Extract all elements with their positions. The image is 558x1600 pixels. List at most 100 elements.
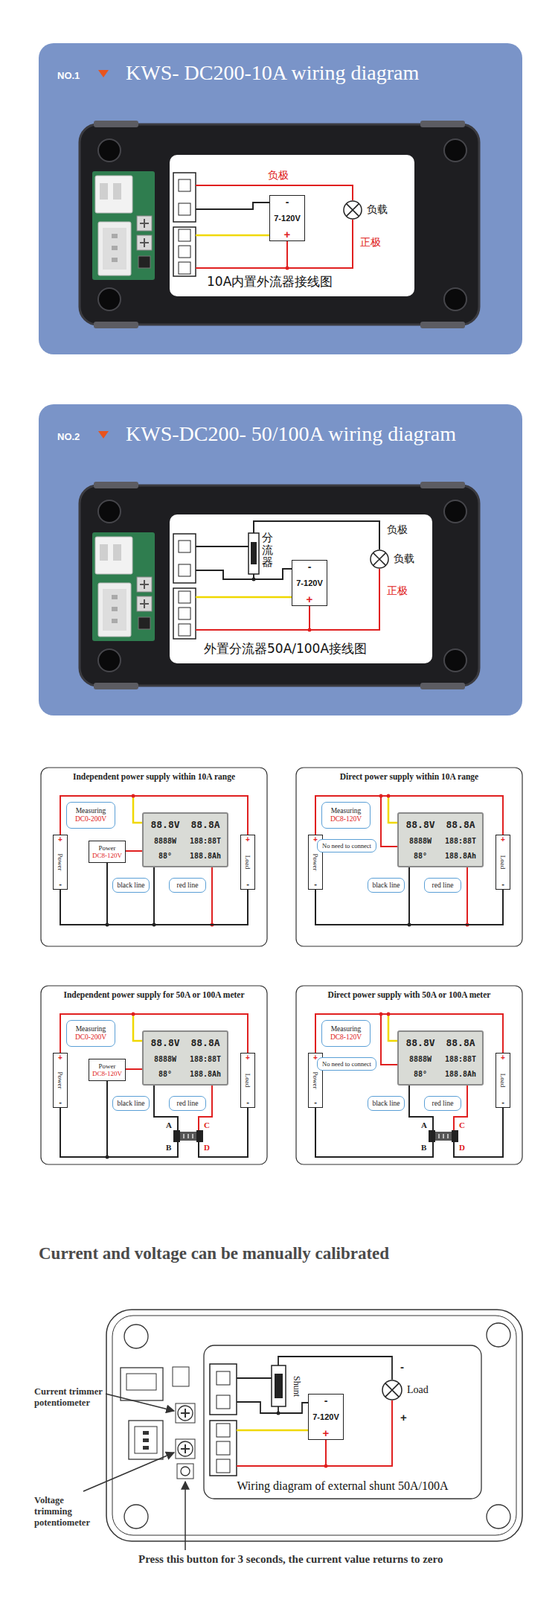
- meter-outline: [172, 1365, 189, 1386]
- marker-triangle: [98, 69, 109, 78]
- panel-background: [38, 403, 523, 715]
- shunt-symbol: [250, 541, 257, 564]
- polarity-label: 正极: [386, 584, 408, 596]
- wiring-label: 10A内置外流器接线图-7-120V+负载: [169, 154, 415, 297]
- node-text: Power: [98, 843, 117, 852]
- meter-outline: [128, 1419, 163, 1459]
- node-text: 188:88T: [189, 1054, 221, 1063]
- battery-symbol: +Power-: [308, 1052, 323, 1108]
- callout-bubble: No need to connect: [316, 838, 377, 852]
- node-text: +: [308, 1053, 323, 1061]
- lamp-symbol: [346, 203, 360, 217]
- lamp-symbol: [385, 1382, 399, 1396]
- wiring-label: [173, 533, 196, 583]
- marker-triangle: [98, 430, 109, 439]
- node-text: DC8-120V: [92, 851, 123, 859]
- node-text: DC8-120V: [92, 1069, 123, 1077]
- node-text: +: [308, 835, 323, 843]
- node-text: black line: [116, 1098, 145, 1107]
- lamp-symbol: [370, 549, 389, 568]
- meter-outline: [175, 1438, 195, 1458]
- callout-bubble: black line: [112, 1095, 150, 1111]
- wiring-label: [286, 241, 288, 268]
- node-text: +: [53, 1053, 67, 1061]
- node-text: 88.8V: [405, 819, 435, 830]
- node-text: 7-120V: [296, 578, 323, 588]
- diagram-frame: Direct power supply with 50A or 100A met…: [296, 985, 523, 1164]
- meter-outline: [177, 1462, 194, 1478]
- leader-line: [83, 1451, 175, 1491]
- meter-outline: [180, 1465, 190, 1475]
- power-source-box: -7-120V+: [269, 194, 306, 242]
- wiring-label: [252, 577, 256, 582]
- node-text: 188.8Ah: [189, 851, 221, 860]
- leader-line: [184, 1480, 186, 1550]
- battery-symbol: +Power-: [308, 834, 323, 890]
- node-text: -: [308, 560, 312, 572]
- node-text: red line: [177, 1098, 199, 1107]
- battery-symbol: +Power-: [52, 1052, 68, 1108]
- node-text: red line: [432, 880, 454, 889]
- leader-line: [105, 1392, 175, 1410]
- wiring-label: Wiring diagram of external shunt 50A/100…: [203, 1344, 482, 1498]
- callout-bubble: red line: [168, 877, 207, 893]
- power-source-box: -7-120V+: [308, 1392, 344, 1439]
- shunt-symbol: Shunt: [267, 1360, 306, 1411]
- node-text: -: [53, 1097, 67, 1106]
- node-text: black line: [372, 1098, 400, 1107]
- wiring-label: [324, 1463, 329, 1468]
- diagram-panel: NO.1KWS- DC200-10A wiring diagram10A内置外流…: [38, 43, 523, 355]
- wiring-label: [216, 1394, 230, 1408]
- node-text: 188:88T: [444, 1054, 477, 1063]
- meter-outline: [106, 1308, 523, 1541]
- callout-bubble: black line: [367, 1095, 405, 1111]
- meter-outline: [142, 1437, 149, 1442]
- node-text: +: [496, 835, 510, 843]
- wiring-label: [216, 1458, 230, 1472]
- node-text: -: [324, 1394, 329, 1405]
- shunt-symbol: 分流器: [244, 526, 282, 581]
- wiring-example: [296, 767, 523, 946]
- wiring-label: [236, 1428, 309, 1431]
- meter-outline: [134, 1425, 157, 1453]
- polarity-label: +: [400, 1410, 407, 1424]
- meter-outline: [177, 1440, 193, 1456]
- meter-outline: [142, 1429, 149, 1434]
- meter-outline: [106, 1308, 523, 1541]
- wiring-example: [152, 866, 215, 927]
- node-text: -: [285, 196, 290, 207]
- callout-bubble: No need to connect: [316, 1056, 377, 1070]
- node-text: 8888W: [409, 836, 432, 845]
- node-text: No need to connect: [322, 1059, 372, 1067]
- node-text: Load: [499, 1072, 507, 1087]
- diagram-frame: Direct power supply within 10A range+Pow…: [296, 767, 523, 946]
- wiring-label: [169, 154, 415, 297]
- wiring-label: [203, 1344, 482, 1498]
- polarity-label: 负极: [386, 523, 408, 535]
- wiring-label: [216, 1370, 230, 1384]
- wiring-label: [178, 590, 191, 603]
- node-text: 88.8A: [445, 1037, 475, 1048]
- callout-bubble: red line: [168, 1095, 207, 1111]
- meter-outline: [124, 1503, 149, 1528]
- node-text: DC8-120V: [330, 814, 362, 823]
- node-text: 7-120V: [273, 213, 300, 223]
- diagram-heading: Direct power supply with 50A or 100A met…: [296, 989, 523, 999]
- wiring-example: [40, 767, 268, 946]
- terminal-letter: D: [459, 1142, 465, 1151]
- wiring-label: [325, 1438, 327, 1465]
- node-text: Measuring: [75, 806, 107, 815]
- shunt-symbol: [248, 532, 259, 574]
- battery-symbol: +Load-: [495, 834, 511, 890]
- diagram-heading: Independent power supply within 10A rang…: [40, 771, 268, 781]
- wiring-label: [308, 627, 312, 632]
- node-text: -: [53, 879, 67, 888]
- diagram-heading: 10A内置外流器接线图: [206, 273, 333, 291]
- wiring-label: [195, 595, 292, 599]
- terminal-letter: A: [165, 1119, 172, 1129]
- lamp-symbol: [381, 1378, 403, 1400]
- battery-symbol: +Load-: [495, 1052, 511, 1108]
- meter-outline: [180, 1407, 190, 1417]
- wiring-example: [315, 1084, 503, 1157]
- node-text: red line: [432, 1098, 454, 1107]
